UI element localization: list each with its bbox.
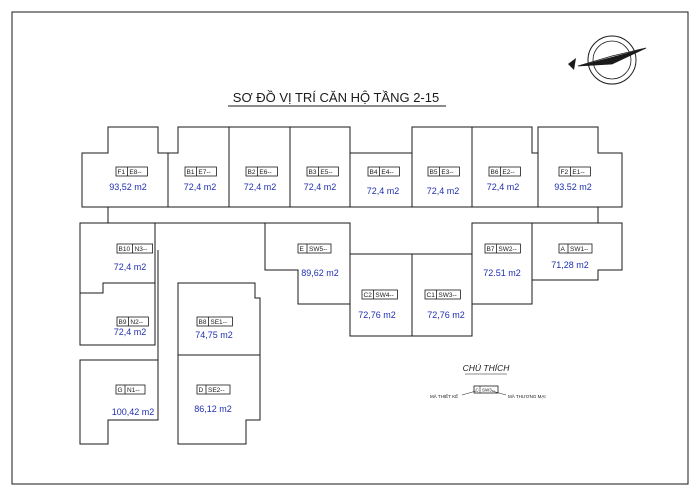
unit-id: B8 bbox=[199, 319, 207, 326]
unit-area: 72,4 m2 bbox=[367, 186, 400, 196]
unit-code: SE2-- bbox=[208, 387, 225, 394]
unit-code: E5-- bbox=[320, 169, 332, 176]
unit-id: E bbox=[300, 246, 305, 253]
unit-tag-G bbox=[115, 384, 146, 395]
unit-tag-B8 bbox=[196, 316, 233, 327]
north-arrow-icon bbox=[568, 35, 647, 85]
plan-title: SƠ ĐỒ VỊ TRÍ CĂN HỘ TẦNG 2-15 bbox=[233, 90, 439, 105]
unit-tag-B1 bbox=[184, 166, 217, 177]
unit-id: F2 bbox=[561, 169, 569, 176]
unit-outline-E bbox=[264, 222, 351, 305]
legend-title: CHÚ THÍCH bbox=[463, 363, 511, 373]
unit-id: C2 bbox=[364, 292, 373, 299]
unit-tag-F2 bbox=[558, 166, 591, 177]
unit-id: B6 bbox=[491, 169, 499, 176]
unit-id: D bbox=[199, 387, 204, 394]
unit-code: SW2-- bbox=[498, 246, 516, 253]
unit-code: E8-- bbox=[129, 169, 141, 176]
unit-tag-B10 bbox=[116, 243, 153, 254]
legend-right-note: MÃ THƯƠNG MẠI bbox=[508, 393, 546, 399]
unit-id: B3 bbox=[309, 169, 317, 176]
legend-sample-id: C bbox=[476, 388, 480, 393]
unit-area: 72,4 m2 bbox=[487, 182, 520, 192]
unit-code: N2-- bbox=[130, 319, 143, 326]
unit-tag-B2 bbox=[245, 166, 278, 177]
unit-code: E1-- bbox=[572, 169, 584, 176]
drawing-frame bbox=[11, 11, 689, 485]
unit-tag-D bbox=[196, 384, 231, 395]
unit-tag-A bbox=[558, 243, 593, 254]
unit-area: 72,76 m2 bbox=[427, 310, 465, 320]
unit-tag-B6 bbox=[488, 166, 521, 177]
unit-code: E7-- bbox=[198, 169, 210, 176]
unit-id: B1 bbox=[187, 169, 195, 176]
unit-id: C1 bbox=[427, 292, 436, 299]
unit-code: N3-- bbox=[135, 246, 148, 253]
unit-id: G bbox=[118, 387, 123, 394]
unit-id: F1 bbox=[118, 169, 126, 176]
unit-outline-G bbox=[79, 359, 159, 445]
unit-area: 72,76 m2 bbox=[358, 310, 396, 320]
unit-tag-B9 bbox=[116, 316, 149, 327]
unit-tag-C1 bbox=[424, 289, 461, 300]
unit-area: 93,52 m2 bbox=[109, 182, 147, 192]
unit-code: E4-- bbox=[381, 169, 393, 176]
unit-tag-B7 bbox=[484, 243, 521, 254]
unit-outline-D bbox=[177, 354, 261, 445]
unit-tag-B4 bbox=[367, 166, 400, 177]
unit-area: 89,62 m2 bbox=[301, 268, 339, 278]
corridor-outline bbox=[107, 207, 599, 360]
unit-id: B9 bbox=[119, 319, 127, 326]
unit-tag-B3 bbox=[306, 166, 339, 177]
legend-right-leader bbox=[491, 390, 507, 396]
unit-code: SE1-- bbox=[210, 319, 227, 326]
unit-id: A bbox=[561, 246, 566, 253]
unit-tag-F1 bbox=[115, 166, 148, 177]
legend-sample-code: SW3-- bbox=[482, 388, 495, 393]
legend-left-note: MÃ THIẾT KẾ bbox=[430, 393, 458, 399]
unit-area: 86,12 m2 bbox=[194, 404, 232, 414]
legend-left-leader bbox=[461, 390, 477, 396]
unit-code: SW3-- bbox=[438, 292, 456, 299]
unit-area: 100,42 m2 bbox=[112, 407, 155, 417]
unit-outline-B9 bbox=[79, 282, 156, 346]
unit-id: B7 bbox=[487, 246, 495, 253]
unit-code: SW4-- bbox=[375, 292, 393, 299]
unit-code: SW5-- bbox=[309, 246, 327, 253]
unit-code: SW1-- bbox=[570, 246, 588, 253]
legend: CHÚ THÍCH C SW3-- MÃ THIẾT KẾ MÃ THƯƠNG … bbox=[430, 363, 546, 399]
unit-area: 72,4 m2 bbox=[244, 182, 277, 192]
unit-area: 72,4 m2 bbox=[427, 186, 460, 196]
unit-outline-B4 bbox=[349, 152, 413, 208]
unit-code: E2-- bbox=[502, 169, 514, 176]
legend-sample-tag bbox=[473, 385, 499, 394]
unit-area: 74,75 m2 bbox=[195, 330, 233, 340]
unit-tag-C2 bbox=[361, 289, 398, 300]
unit-area: 72,4 m2 bbox=[114, 327, 147, 337]
unit-area: 72,4 m2 bbox=[184, 182, 217, 192]
unit-area: 72,4 m2 bbox=[304, 182, 337, 192]
unit-code: E3-- bbox=[441, 169, 453, 176]
unit-id: B10 bbox=[119, 246, 131, 253]
unit-code: E6-- bbox=[259, 169, 271, 176]
unit-area: 72.51 m2 bbox=[483, 268, 521, 278]
unit-area: 93.52 m2 bbox=[554, 182, 592, 192]
unit-outline-B7 bbox=[471, 222, 533, 305]
unit-tag-E bbox=[297, 243, 332, 254]
unit-area: 71,28 m2 bbox=[551, 260, 589, 270]
unit-id: B4 bbox=[370, 169, 378, 176]
unit-code: N1-- bbox=[127, 387, 140, 394]
unit-tag-B5 bbox=[427, 166, 460, 177]
unit-id: B2 bbox=[248, 169, 256, 176]
unit-area: 72,4 m2 bbox=[114, 262, 147, 272]
unit-id: B5 bbox=[430, 169, 438, 176]
